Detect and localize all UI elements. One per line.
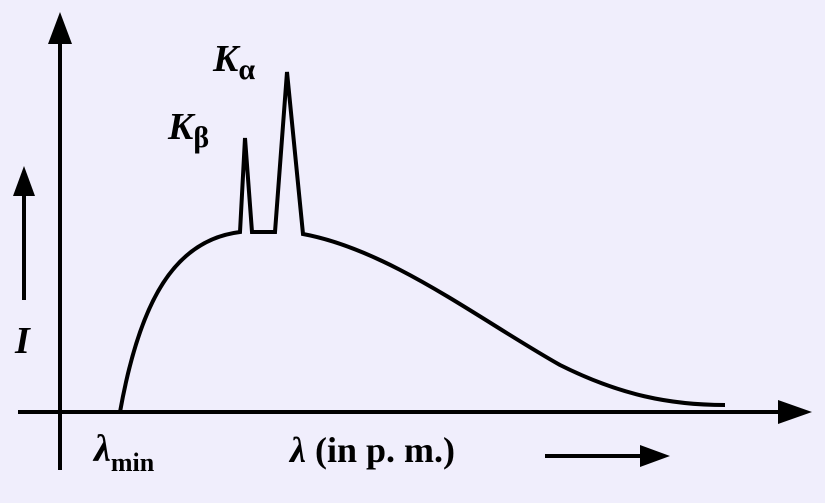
- k-beta-symbol: K: [168, 106, 194, 148]
- lambda-min-subscript: min: [110, 448, 155, 477]
- k-beta-subscript: β: [193, 121, 210, 154]
- k-alpha-subscript: α: [238, 53, 256, 86]
- k-alpha-symbol: K: [213, 38, 239, 80]
- intensity-arrowhead: [13, 166, 35, 196]
- y-axis-arrowhead: [48, 12, 72, 44]
- x-axis-label: λ (in p. m.): [290, 430, 455, 470]
- lambda-min-symbol: λ: [94, 428, 111, 470]
- k-beta-label: Kβ: [168, 106, 209, 153]
- k-alpha-label: Kα: [213, 38, 255, 85]
- xray-spectrum-curve: [118, 71, 726, 413]
- y-axis-label: I: [15, 320, 30, 362]
- x-axis-arrowhead: [778, 400, 812, 424]
- lambda-min-label: λmin: [94, 428, 154, 476]
- wavelength-arrowhead: [640, 445, 670, 467]
